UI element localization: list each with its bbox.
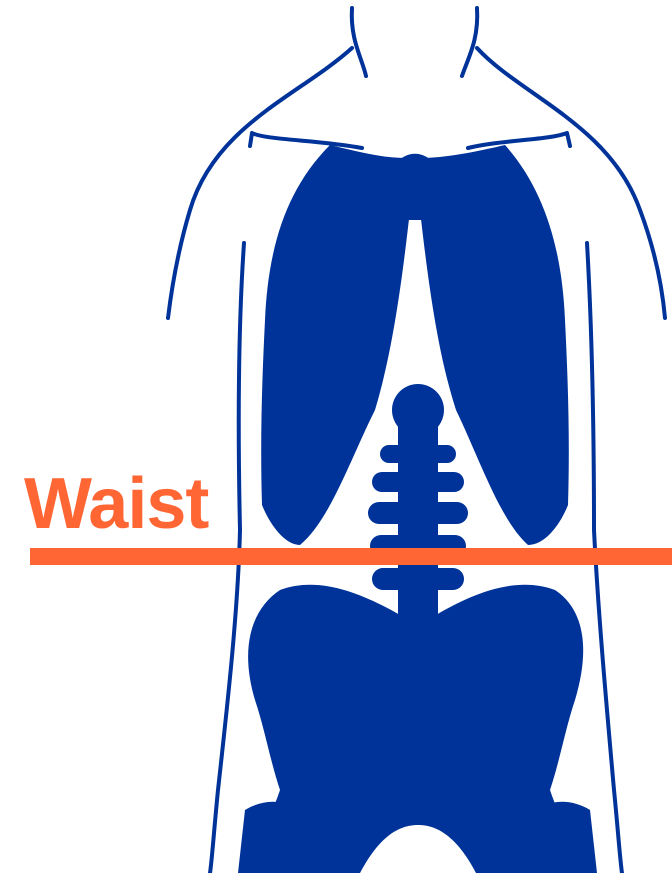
spine-column bbox=[398, 420, 438, 620]
waist-line bbox=[30, 548, 672, 565]
right-femur-head bbox=[525, 802, 597, 873]
anatomy-silhouette bbox=[238, 145, 597, 873]
neck-right-line bbox=[462, 8, 477, 76]
heart-top bbox=[395, 154, 435, 220]
left-clavicle bbox=[250, 133, 362, 148]
neck-left-line bbox=[352, 8, 366, 76]
left-femur-head bbox=[238, 802, 310, 873]
waist-label: Waist bbox=[24, 468, 208, 540]
right-clavicle bbox=[468, 133, 570, 148]
